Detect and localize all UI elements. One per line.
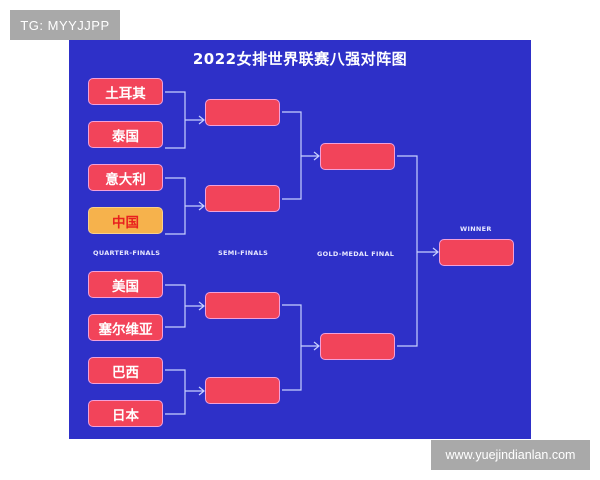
final-slot-box (320, 333, 395, 360)
sf-slot-box (205, 99, 280, 126)
label-quarter-finals: QUARTER-FINALS (93, 249, 161, 257)
connector-sf1-sf2 (282, 111, 318, 200)
winner-slot-box (439, 239, 514, 266)
sf-slot-box (205, 185, 280, 212)
final-slot-box (320, 143, 395, 170)
qf-team-box: 巴西 (88, 357, 163, 384)
label-gold-medal-final: GOLD-MEDAL FINAL (317, 250, 395, 258)
connector-sf3-sf4 (282, 304, 318, 391)
arrow-final1 (313, 151, 320, 161)
qf-team-box: 美国 (88, 271, 163, 298)
bracket-connectors (165, 91, 439, 415)
sf-slot-box (205, 292, 280, 319)
connector-qf7-qf8 (165, 369, 203, 415)
connector-final-winner (397, 155, 437, 347)
label-winner: WINNER (460, 225, 492, 233)
connector-qf3-qf4 (165, 177, 203, 235)
connector-qf1-qf2 (165, 91, 203, 149)
connector-qf5-qf6 (165, 284, 203, 328)
qf-team-box: 日本 (88, 400, 163, 427)
qf-team-box-highlighted: 中国 (88, 207, 163, 234)
watermark-bottom-right: www.yuejindianlan.com (431, 440, 590, 470)
qf-team-box: 意大利 (88, 164, 163, 191)
arrow-sf2 (198, 201, 205, 211)
bracket-title: 2022女排世界联赛八强对阵图 (192, 50, 408, 68)
watermark-top-left: TG: MYYJJPP (10, 10, 120, 40)
qf-team-box: 泰国 (88, 121, 163, 148)
arrow-sf1 (198, 115, 205, 125)
sf-slot-box (205, 377, 280, 404)
label-semi-finals: SEMI-FINALS (218, 249, 269, 257)
bracket-panel: 2022女排世界联赛八强对阵图 土耳其 泰国 意大利 (69, 40, 531, 439)
arrow-sf3 (198, 301, 205, 311)
arrow-final2 (313, 341, 320, 351)
arrow-sf4 (198, 386, 205, 396)
qf-team-box: 土耳其 (88, 78, 163, 105)
arrow-winner (432, 247, 439, 257)
qf-team-box: 塞尔维亚 (88, 314, 163, 341)
